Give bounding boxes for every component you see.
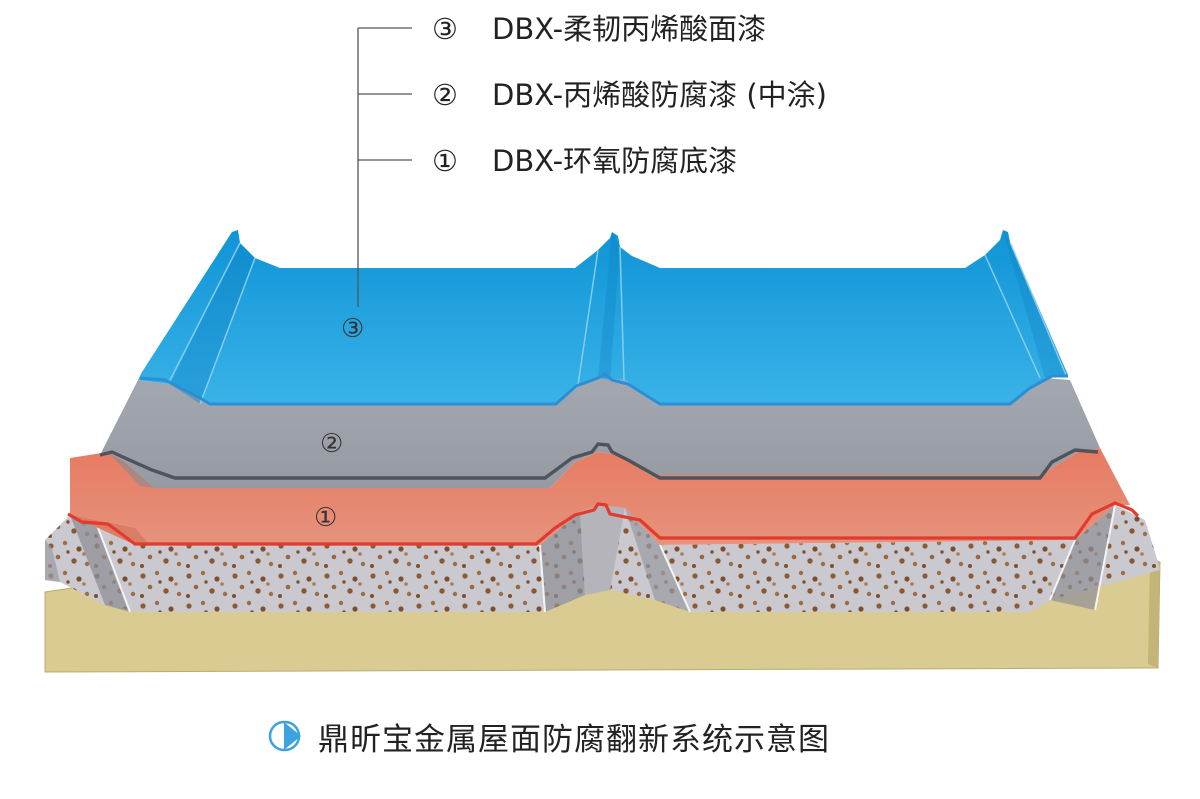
leader-lines	[357, 27, 412, 307]
layer-label-middle: ②	[320, 429, 343, 459]
metal-sheet-layer	[45, 504, 1160, 613]
primer-coat-layer	[67, 448, 1140, 546]
layer-label-bottom: ①	[314, 503, 337, 533]
legend-item-primer: ①	[432, 144, 458, 178]
legend-text-top-coat: DBX-柔韧丙烯酸面漆	[492, 12, 766, 46]
diagram-caption: 鼎昕宝金属屋面防腐翻新系统示意图	[268, 712, 830, 760]
layer-label-top: ③	[341, 314, 364, 344]
legend-item-mid-coat: ②	[432, 78, 458, 112]
legend-text-primer: DBX-环氧防腐底漆	[492, 144, 737, 178]
play-arrow-icon	[268, 720, 301, 752]
top-coat-layer	[138, 230, 1068, 406]
legend-item-top-coat: ③	[432, 12, 458, 46]
legend-text-mid-coat: DBX-丙烯酸防腐漆 (中涂)	[492, 78, 827, 112]
caption-text: 鼎昕宝金属屋面防腐翻新系统示意图	[318, 721, 830, 758]
